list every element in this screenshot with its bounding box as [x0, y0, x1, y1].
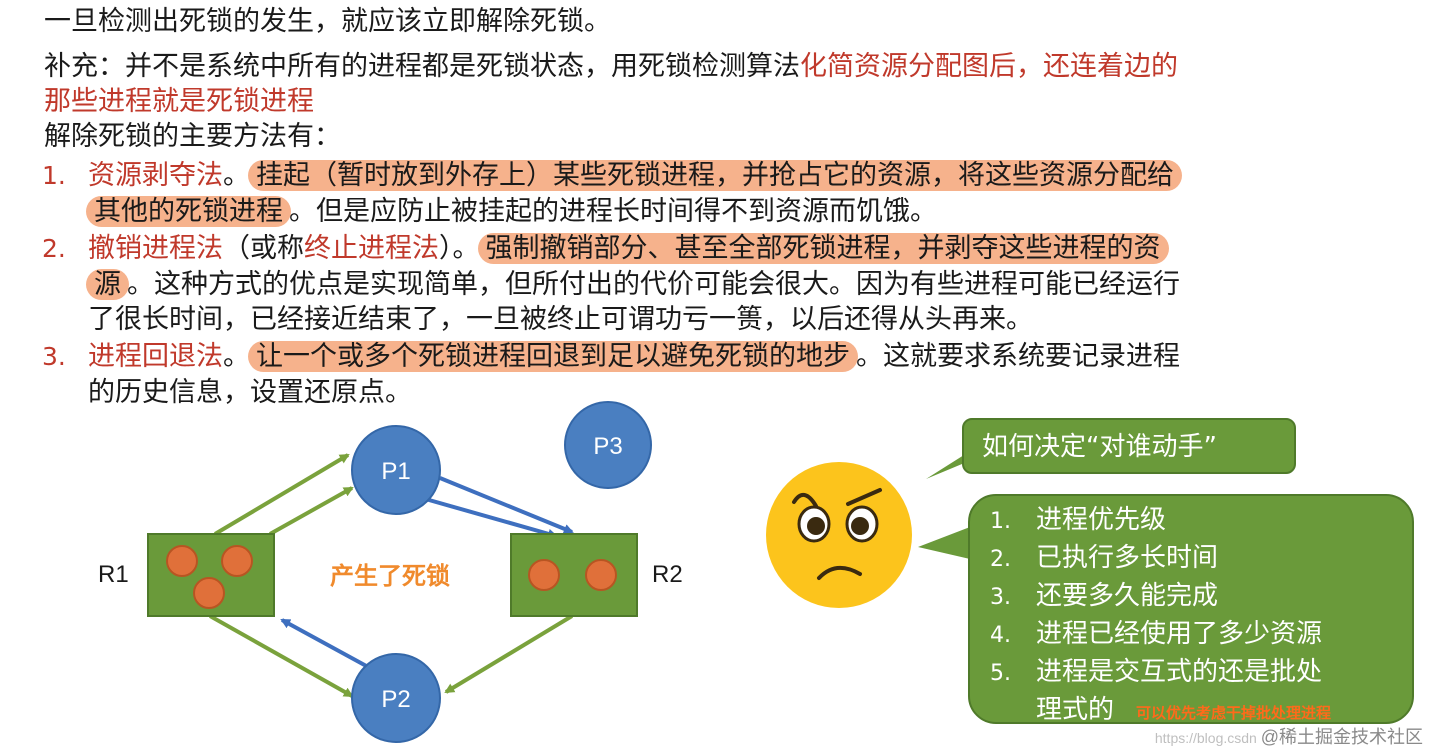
method-3-name: 进程回退法 [88, 341, 223, 372]
method-2-alias: 终止进程法 [304, 233, 439, 264]
edge-p1-r2-b [421, 496, 558, 539]
method-1-line-1: 资源剥夺法。挂起（暂时放到外存上）某些死锁进程，并抢占它的资源，将这些资源分配给 [88, 158, 1182, 194]
methods-title: 解除死锁的主要方法有： [44, 121, 341, 152]
question-bubble: 如何决定“对谁动手” [962, 418, 1296, 474]
resource-allocation-diagram: R1 R2 P1 P2 P3 产生了死锁 [98, 401, 683, 743]
edge-p2-r1 [280, 618, 371, 670]
criteria-item: 5.进程是交互式的还是批处 [990, 657, 1323, 687]
method-1-number: 1. [42, 161, 66, 190]
method-2-line-3: 了很长时间，已经接近结束了，一旦被终止可谓功亏一篑，以后还得从头再来。 [88, 304, 1033, 335]
criteria-item-5-continued: 理式的可以优先考虑干掉批处理进程 [1036, 695, 1332, 725]
criteria-item: 1.进程优先级 [990, 505, 1167, 535]
process-p1 [351, 425, 441, 515]
criteria-item: 2.已执行多长时间 [990, 543, 1219, 573]
method-1-highlight-2: 其他的死锁进程 [86, 196, 291, 227]
criteria-bubble: 1.进程优先级 2.已执行多长时间 3.还要多久能完成 4.进程已经使用了多少资… [968, 494, 1414, 725]
intro-line: 一旦检测出死锁的发生，就应该立即解除死锁。 [44, 6, 611, 37]
supplement-line-2: 那些进程就是死锁进程 [44, 86, 314, 117]
r2-instance-1 [528, 559, 560, 591]
label-p1: P1 [381, 458, 410, 485]
method-1-highlight-1: 挂起（暂时放到外存上）某些死锁进程，并抢占它的资源，将这些资源分配给 [248, 160, 1182, 191]
supplement-line-1: 补充：并不是系统中所有的进程都是死锁状态，用死锁检测算法化简资源分配图后，还连着… [44, 51, 1178, 82]
deadlock-label: 产生了死锁 [330, 562, 450, 590]
method-1-name: 资源剥夺法 [88, 160, 223, 191]
process-p3 [564, 401, 652, 489]
method-3-number: 3. [42, 342, 66, 371]
edge-r2-p2 [444, 614, 574, 694]
criteria-item: 4.进程已经使用了多少资源 [990, 619, 1323, 649]
batch-note: 可以优先考虑干掉批处理进程 [1136, 704, 1332, 722]
criteria-item: 3.还要多久能完成 [990, 581, 1219, 611]
r1-instance-3 [193, 577, 225, 609]
r2-instance-2 [585, 559, 617, 591]
method-2-line-2: 源。这种方式的优点是实现简单，但所付出的代价可能会很大。因为有些进程可能已经运行 [86, 267, 1180, 303]
label-r2: R2 [652, 561, 683, 588]
label-p2: P2 [381, 686, 410, 713]
method-3-line-1: 进程回退法。让一个或多个死锁进程回退到足以避免死锁的地步。这就要求系统要记录进程 [88, 341, 1180, 372]
supplement-emphasis: 化简资源分配图后，还连着边的 [800, 51, 1178, 82]
edge-p1-r2-a [439, 476, 574, 534]
method-2-name: 撤销进程法 [88, 233, 223, 264]
method-1-line-2: 其他的死锁进程。但是应防止被挂起的进程长时间得不到资源而饥饿。 [86, 194, 937, 230]
method-2-highlight-1: 强制撤销部分、甚至全部死锁进程，并剥夺这些进程的资 [477, 233, 1169, 264]
method-3-line-2: 的历史信息，设置还原点。 [88, 377, 412, 408]
method-3-highlight: 让一个或多个死锁进程回退到足以避免死锁的地步 [248, 341, 858, 372]
worried-face-icon [766, 462, 912, 608]
method-2-line-1: 撤销进程法（或称终止进程法）。强制撤销部分、甚至全部死锁进程，并剥夺这些进程的资 [88, 231, 1169, 267]
process-p2 [351, 653, 441, 743]
watermark: https://blog.csdn @稀土掘金技术社区 [1154, 727, 1423, 747]
r1-instance-1 [166, 545, 198, 577]
label-p3: P3 [593, 433, 622, 460]
label-r1: R1 [98, 561, 129, 588]
edge-r1-p1-a [213, 453, 350, 536]
edge-r1-p2 [209, 614, 354, 698]
method-2-number: 2. [42, 234, 66, 263]
bubble-2-tail [918, 527, 970, 559]
method-2-highlight-2: 源 [86, 269, 129, 300]
r1-instance-2 [221, 545, 253, 577]
edge-r1-p1-b [269, 486, 354, 536]
